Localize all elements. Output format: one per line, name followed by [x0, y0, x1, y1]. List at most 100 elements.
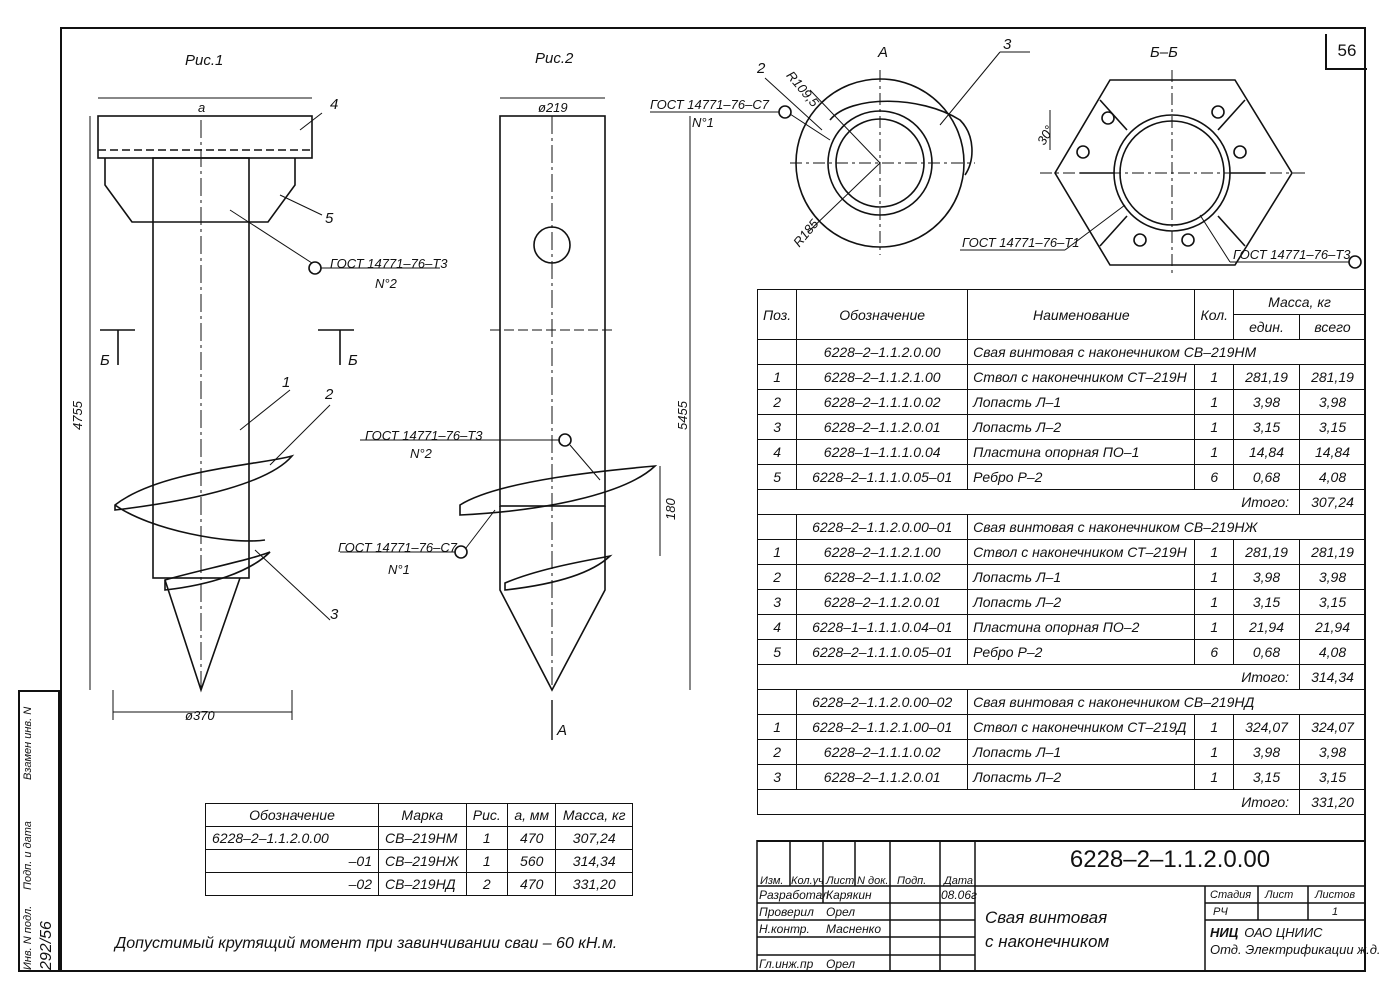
var-header-code: Обозначение — [205, 803, 379, 827]
org-line2: Отд. Электрификации ж.д. — [1210, 942, 1381, 957]
spec-name: Лопасть Л–2 — [967, 589, 1196, 615]
spec-header-mass: Масса, кг — [1233, 289, 1366, 315]
spec-total-mass: 281,19 — [1299, 539, 1366, 565]
variant-code: 6228–2–1.1.2.0.00 — [205, 826, 379, 850]
spec-name: Ствол с наконечником СТ–219Н — [967, 539, 1196, 565]
spec-name: Пластина опорная ПО–2 — [967, 614, 1196, 640]
spec-header-code: Обозначение — [796, 289, 969, 340]
spec-header-total: всего — [1299, 314, 1366, 340]
gost-c7-fig2: ГОСТ 14771–76–С7 — [338, 540, 457, 555]
spec-name: Ребро Р–2 — [967, 464, 1196, 490]
variant-row: –02 СВ–219НД 2 470 331,20 — [205, 872, 633, 896]
org-logo: НИЦ — [1210, 925, 1239, 940]
spec-group-code: 6228–2–1.1.2.0.00 — [796, 339, 969, 365]
variant-mass: 331,20 — [555, 872, 633, 896]
spec-code: 6228–2–1.1.2.1.00 — [796, 539, 969, 565]
spec-row: 2 6228–2–1.1.1.0.02 Лопасть Л–1 1 3,98 3… — [756, 389, 1366, 415]
specification-table: Поз. Обозначение Наименование Кол. Масса… — [756, 289, 1366, 815]
spec-total-label: Итого: — [757, 664, 1300, 690]
sheet-number: 56 — [1325, 34, 1367, 70]
spec-header-qty: Кол. — [1194, 289, 1234, 340]
spec-total-row: Итого: 331,20 — [757, 789, 1366, 815]
view-bb-label: Б–Б — [1150, 44, 1178, 61]
spec-name: Лопасть Л–2 — [967, 764, 1196, 790]
spec-qty: 6 — [1194, 464, 1234, 490]
variant-row: 6228–2–1.1.2.0.00 СВ–219НМ 1 470 307,24 — [205, 826, 633, 850]
spec-total-value: 314,34 — [1299, 664, 1366, 690]
col-list: Лист — [826, 875, 855, 887]
spec-pos: 1 — [756, 714, 798, 740]
spec-name: Лопасть Л–2 — [967, 414, 1196, 440]
spec-pos: 4 — [756, 614, 798, 640]
spec-unit-mass: 21,94 — [1233, 614, 1300, 640]
spec-pos: 2 — [756, 564, 798, 590]
spec-qty: 1 — [1194, 389, 1234, 415]
document-title-line1: Свая винтовая — [985, 908, 1108, 927]
arrow-a: А — [557, 722, 568, 739]
spec-qty: 1 — [1194, 739, 1234, 765]
signatory-role: Гл.инж.пр — [759, 957, 814, 971]
cut-b-left: Б — [100, 352, 110, 369]
variant-fig: 1 — [465, 826, 509, 850]
spec-total-row: Итого: 307,24 — [757, 489, 1366, 515]
spec-group-name: Свая винтовая с наконечником СВ–219НД — [967, 689, 1366, 715]
org-line1: ОАО ЦНИИС — [1244, 925, 1323, 940]
signatory-name: Орел — [826, 957, 856, 971]
spec-total-mass: 324,07 — [1299, 714, 1366, 740]
sheet-label: Лист — [1265, 889, 1294, 901]
spec-name: Лопасть Л–1 — [967, 389, 1196, 415]
spec-group-code: 6228–2–1.1.2.0.00–02 — [796, 689, 969, 715]
spec-total-value: 307,24 — [1299, 489, 1366, 515]
col-kol: Кол.уч — [791, 875, 824, 887]
spec-name: Ствол с наконечником СТ–219Н — [967, 364, 1196, 390]
fig2-pile-drawing — [340, 97, 691, 740]
callout-1: 1 — [282, 374, 291, 391]
stage-label: Стадия — [1210, 889, 1252, 901]
side-inv-value: 292/56 — [38, 921, 55, 970]
document-title: Свая винтовая с наконечником — [985, 906, 1109, 954]
spec-name: Ребро Р–2 — [967, 639, 1196, 665]
spec-code: 6228–1–1.1.1.0.04 — [796, 439, 969, 465]
dim-4755: 4755 — [70, 401, 85, 430]
spec-total-mass: 4,08 — [1299, 464, 1366, 490]
variants-table: Обозначение Марка Рис. a, мм Масса, кг 6… — [205, 803, 633, 896]
side-stamp — [18, 690, 60, 972]
spec-total-mass: 21,94 — [1299, 614, 1366, 640]
document-code: 6228–2–1.1.2.0.00 — [1069, 846, 1271, 873]
spec-code: 6228–2–1.1.2.0.01 — [796, 414, 969, 440]
spec-code: 6228–2–1.1.2.1.00 — [796, 364, 969, 390]
spec-group-code: 6228–2–1.1.2.0.00–01 — [796, 514, 969, 540]
spec-unit-mass: 0,68 — [1233, 464, 1300, 490]
spec-unit-mass: 3,15 — [1233, 589, 1300, 615]
variant-row: –01 СВ–219НЖ 1 560 314,34 — [205, 849, 633, 873]
spec-total-label: Итого: — [757, 789, 1300, 815]
spec-code: 6228–2–1.1.2.0.01 — [796, 589, 969, 615]
fig1-label: Рис.1 — [185, 52, 224, 69]
spec-row: 2 6228–2–1.1.1.0.02 Лопасть Л–1 1 3,98 3… — [756, 564, 1366, 590]
callout-3: 3 — [330, 606, 339, 623]
col-data: Дата — [944, 875, 974, 887]
spec-pos: 3 — [756, 589, 798, 615]
spec-unit-mass: 3,98 — [1233, 564, 1300, 590]
spec-name: Пластина опорная ПО–1 — [967, 439, 1196, 465]
spec-row: 1 6228–2–1.1.2.1.00–01 Ствол с наконечни… — [756, 714, 1366, 740]
spec-unit-mass: 3,98 — [1233, 389, 1300, 415]
view-a-label: А — [878, 44, 889, 61]
spec-total-mass: 3,15 — [1299, 764, 1366, 790]
signatory-role: Н.контр. — [759, 922, 810, 936]
variant-mark: СВ–219НМ — [378, 826, 467, 850]
spec-row: 5 6228–2–1.1.1.0.05–01 Ребро Р–2 6 0,68 … — [756, 639, 1366, 665]
spec-name: Лопасть Л–1 — [967, 564, 1196, 590]
spec-total-row: Итого: 314,34 — [757, 664, 1366, 690]
spec-total-mass: 4,08 — [1299, 639, 1366, 665]
view-a-drawing — [650, 51, 1030, 255]
spec-unit-mass: 3,15 — [1233, 414, 1300, 440]
spec-group-name: Свая винтовая с наконечником СВ–219НМ — [967, 339, 1366, 365]
document-title-line2: с наконечником — [985, 932, 1110, 951]
spec-group-header: 6228–2–1.1.2.0.00 Свая винтовая с наконе… — [756, 339, 1366, 365]
spec-pos: 5 — [756, 639, 798, 665]
spec-unit-mass: 0,68 — [1233, 639, 1300, 665]
spec-row: 3 6228–2–1.1.2.0.01 Лопасть Л–2 1 3,15 3… — [756, 589, 1366, 615]
var-header-mark: Марка — [378, 803, 467, 827]
torque-note: Допустимый крутящий момент при завинчива… — [115, 935, 618, 952]
